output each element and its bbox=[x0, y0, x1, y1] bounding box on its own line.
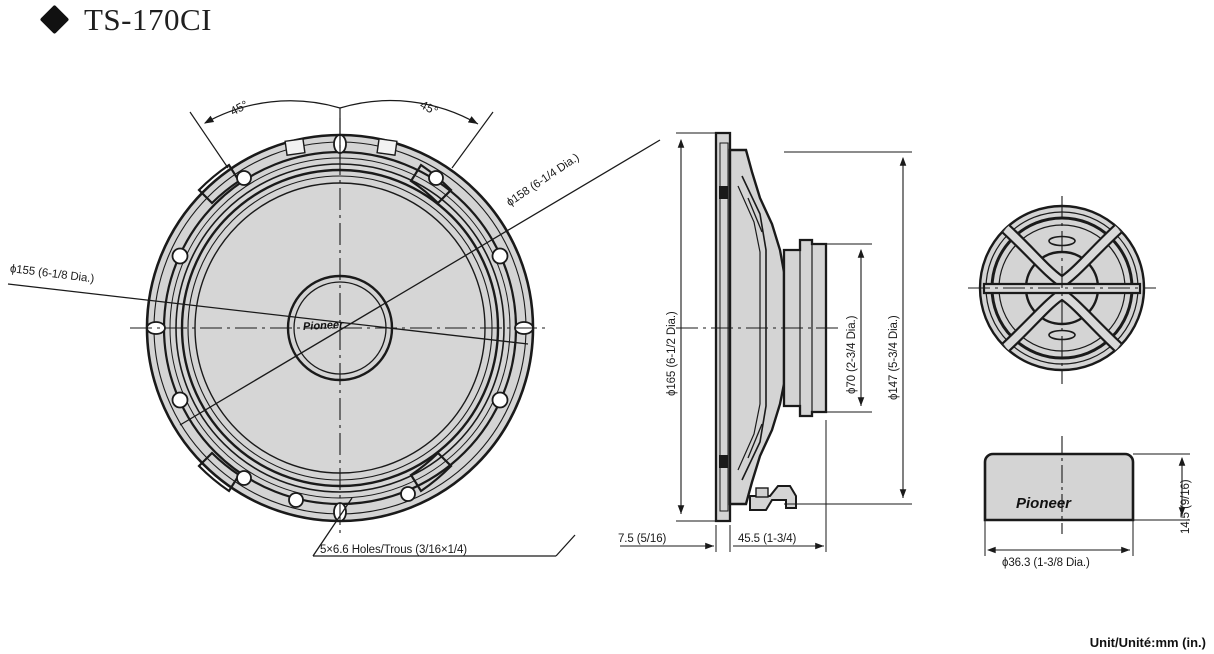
dim-basket-dia: ϕ147 (5-3/4 Dia.) bbox=[888, 315, 900, 400]
dim-magnet-dia: ϕ70 (2-3/4 Dia.) bbox=[846, 315, 858, 394]
dim-front-depth: 7.5 (5/16) bbox=[618, 533, 667, 545]
page-title: TS-170CI bbox=[84, 2, 212, 37]
section-dimension-lines bbox=[620, 132, 912, 552]
unit-note: Unit/Unité:mm (in.) bbox=[1089, 635, 1206, 650]
dim-overall-dia: ϕ165 (6-1/2 Dia.) bbox=[666, 311, 678, 396]
brand-mark-front: Pioneer bbox=[302, 318, 344, 334]
brand-mark-tweeter: Pioneer bbox=[1016, 495, 1072, 512]
front-view-leader-lines bbox=[7, 99, 661, 557]
woofer-section-view bbox=[676, 131, 840, 523]
dim-rear-depth: 45.5 (1-3/4) bbox=[738, 533, 797, 545]
tweeter-side-view bbox=[983, 436, 1190, 556]
dim-holes-note: 5×6.6 Holes/Trous (3/16×1/4) bbox=[320, 544, 467, 556]
dim-tweeter-height: 14.5 (9/16) bbox=[1180, 479, 1192, 534]
dim-tweeter-dia: ϕ36.3 (1-3/8 Dia.) bbox=[1002, 557, 1090, 569]
tweeter-front-view bbox=[968, 196, 1156, 384]
woofer-front-view bbox=[130, 118, 550, 538]
